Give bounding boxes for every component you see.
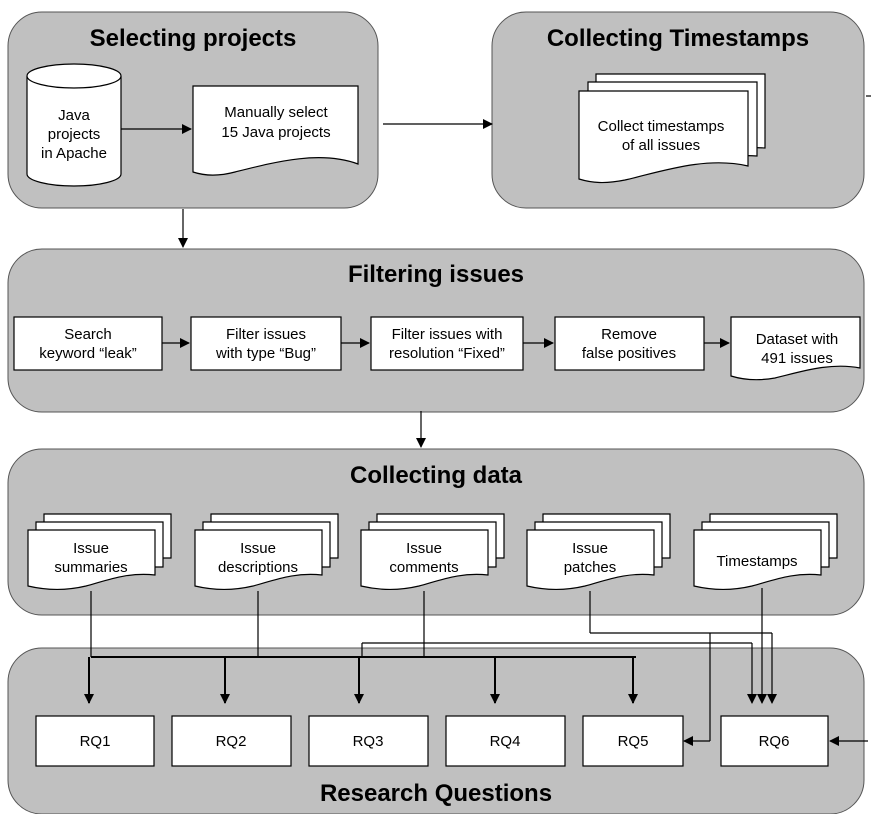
collect-timestamps-line1: Collect timestamps [598, 118, 725, 135]
rq3-label: RQ3 [353, 733, 384, 750]
filter-step-4-line2: false positives [582, 345, 676, 362]
issue-patches-line1: Issue [572, 540, 608, 557]
rq5-label: RQ5 [618, 733, 649, 750]
issue-descriptions-line1: Issue [240, 540, 276, 557]
issue-descriptions-line2: descriptions [218, 559, 298, 576]
filter-step-1-line1: Search [64, 326, 112, 343]
dataset-document: Dataset with 491 issues [730, 316, 861, 381]
filter-step-1-line2: keyword “leak” [39, 345, 137, 362]
rq5-box: RQ5 [582, 715, 684, 767]
filter-step-resolution-fixed: Filter issues with resolution “Fixed” [370, 316, 524, 371]
database-label-line3: in Apache [41, 145, 107, 162]
issue-summaries-doc: Issue summaries [27, 513, 172, 590]
collect-timestamps-multidoc: Collect timestamps of all issues [578, 73, 766, 184]
connector-lines [84, 95, 871, 746]
collecting-data-title: Collecting data [350, 462, 523, 489]
manual-select-document: Manually select 15 Java projects [192, 85, 359, 176]
timestamps-doc: Timestamps [693, 513, 838, 590]
dataset-line2: 491 issues [761, 350, 833, 367]
issue-comments-doc: Issue comments [360, 513, 505, 590]
rq2-label: RQ2 [216, 733, 247, 750]
collecting-timestamps-title: Collecting Timestamps [547, 25, 809, 52]
rq3-box: RQ3 [308, 715, 429, 767]
rq1-box: RQ1 [35, 715, 155, 767]
filter-step-3-line2: resolution “Fixed” [389, 345, 505, 362]
collect-timestamps-line2: of all issues [622, 137, 700, 154]
rq4-box: RQ4 [445, 715, 566, 767]
database-label-line2: projects [48, 126, 101, 143]
issue-patches-doc: Issue patches [526, 513, 671, 590]
research-questions-title: Research Questions [320, 780, 552, 807]
rq6-box: RQ6 [720, 715, 829, 767]
dataset-line1: Dataset with [756, 331, 839, 348]
issue-summaries-line2: summaries [54, 559, 127, 576]
filter-step-remove-false-positives: Remove false positives [554, 316, 705, 371]
issue-summaries-line1: Issue [73, 540, 109, 557]
filter-step-search-keyword: Search keyword “leak” [13, 316, 163, 371]
issue-comments-line2: comments [389, 559, 458, 576]
panel-research-questions [7, 647, 865, 814]
filter-step-4-line1: Remove [601, 326, 657, 343]
manual-select-line1: Manually select [224, 104, 328, 121]
filter-step-2-line2: with type “Bug” [215, 345, 316, 362]
issue-comments-line1: Issue [406, 540, 442, 557]
database-label-line1: Java [58, 107, 90, 124]
issue-patches-line2: patches [564, 559, 617, 576]
filter-step-2-line1: Filter issues [226, 326, 306, 343]
rq2-box: RQ2 [171, 715, 292, 767]
rq1-label: RQ1 [80, 733, 111, 750]
timestamps-label: Timestamps [716, 553, 797, 570]
filter-step-type-bug: Filter issues with type “Bug” [190, 316, 342, 371]
rq6-label: RQ6 [759, 733, 790, 750]
filter-step-3-line1: Filter issues with [392, 326, 503, 343]
manual-select-line2: 15 Java projects [221, 124, 330, 141]
selecting-projects-title: Selecting projects [90, 25, 297, 52]
rq4-label: RQ4 [490, 733, 521, 750]
filtering-issues-title: Filtering issues [348, 261, 524, 288]
apache-projects-database: Java projects in Apache [26, 63, 122, 187]
issue-descriptions-doc: Issue descriptions [194, 513, 339, 590]
